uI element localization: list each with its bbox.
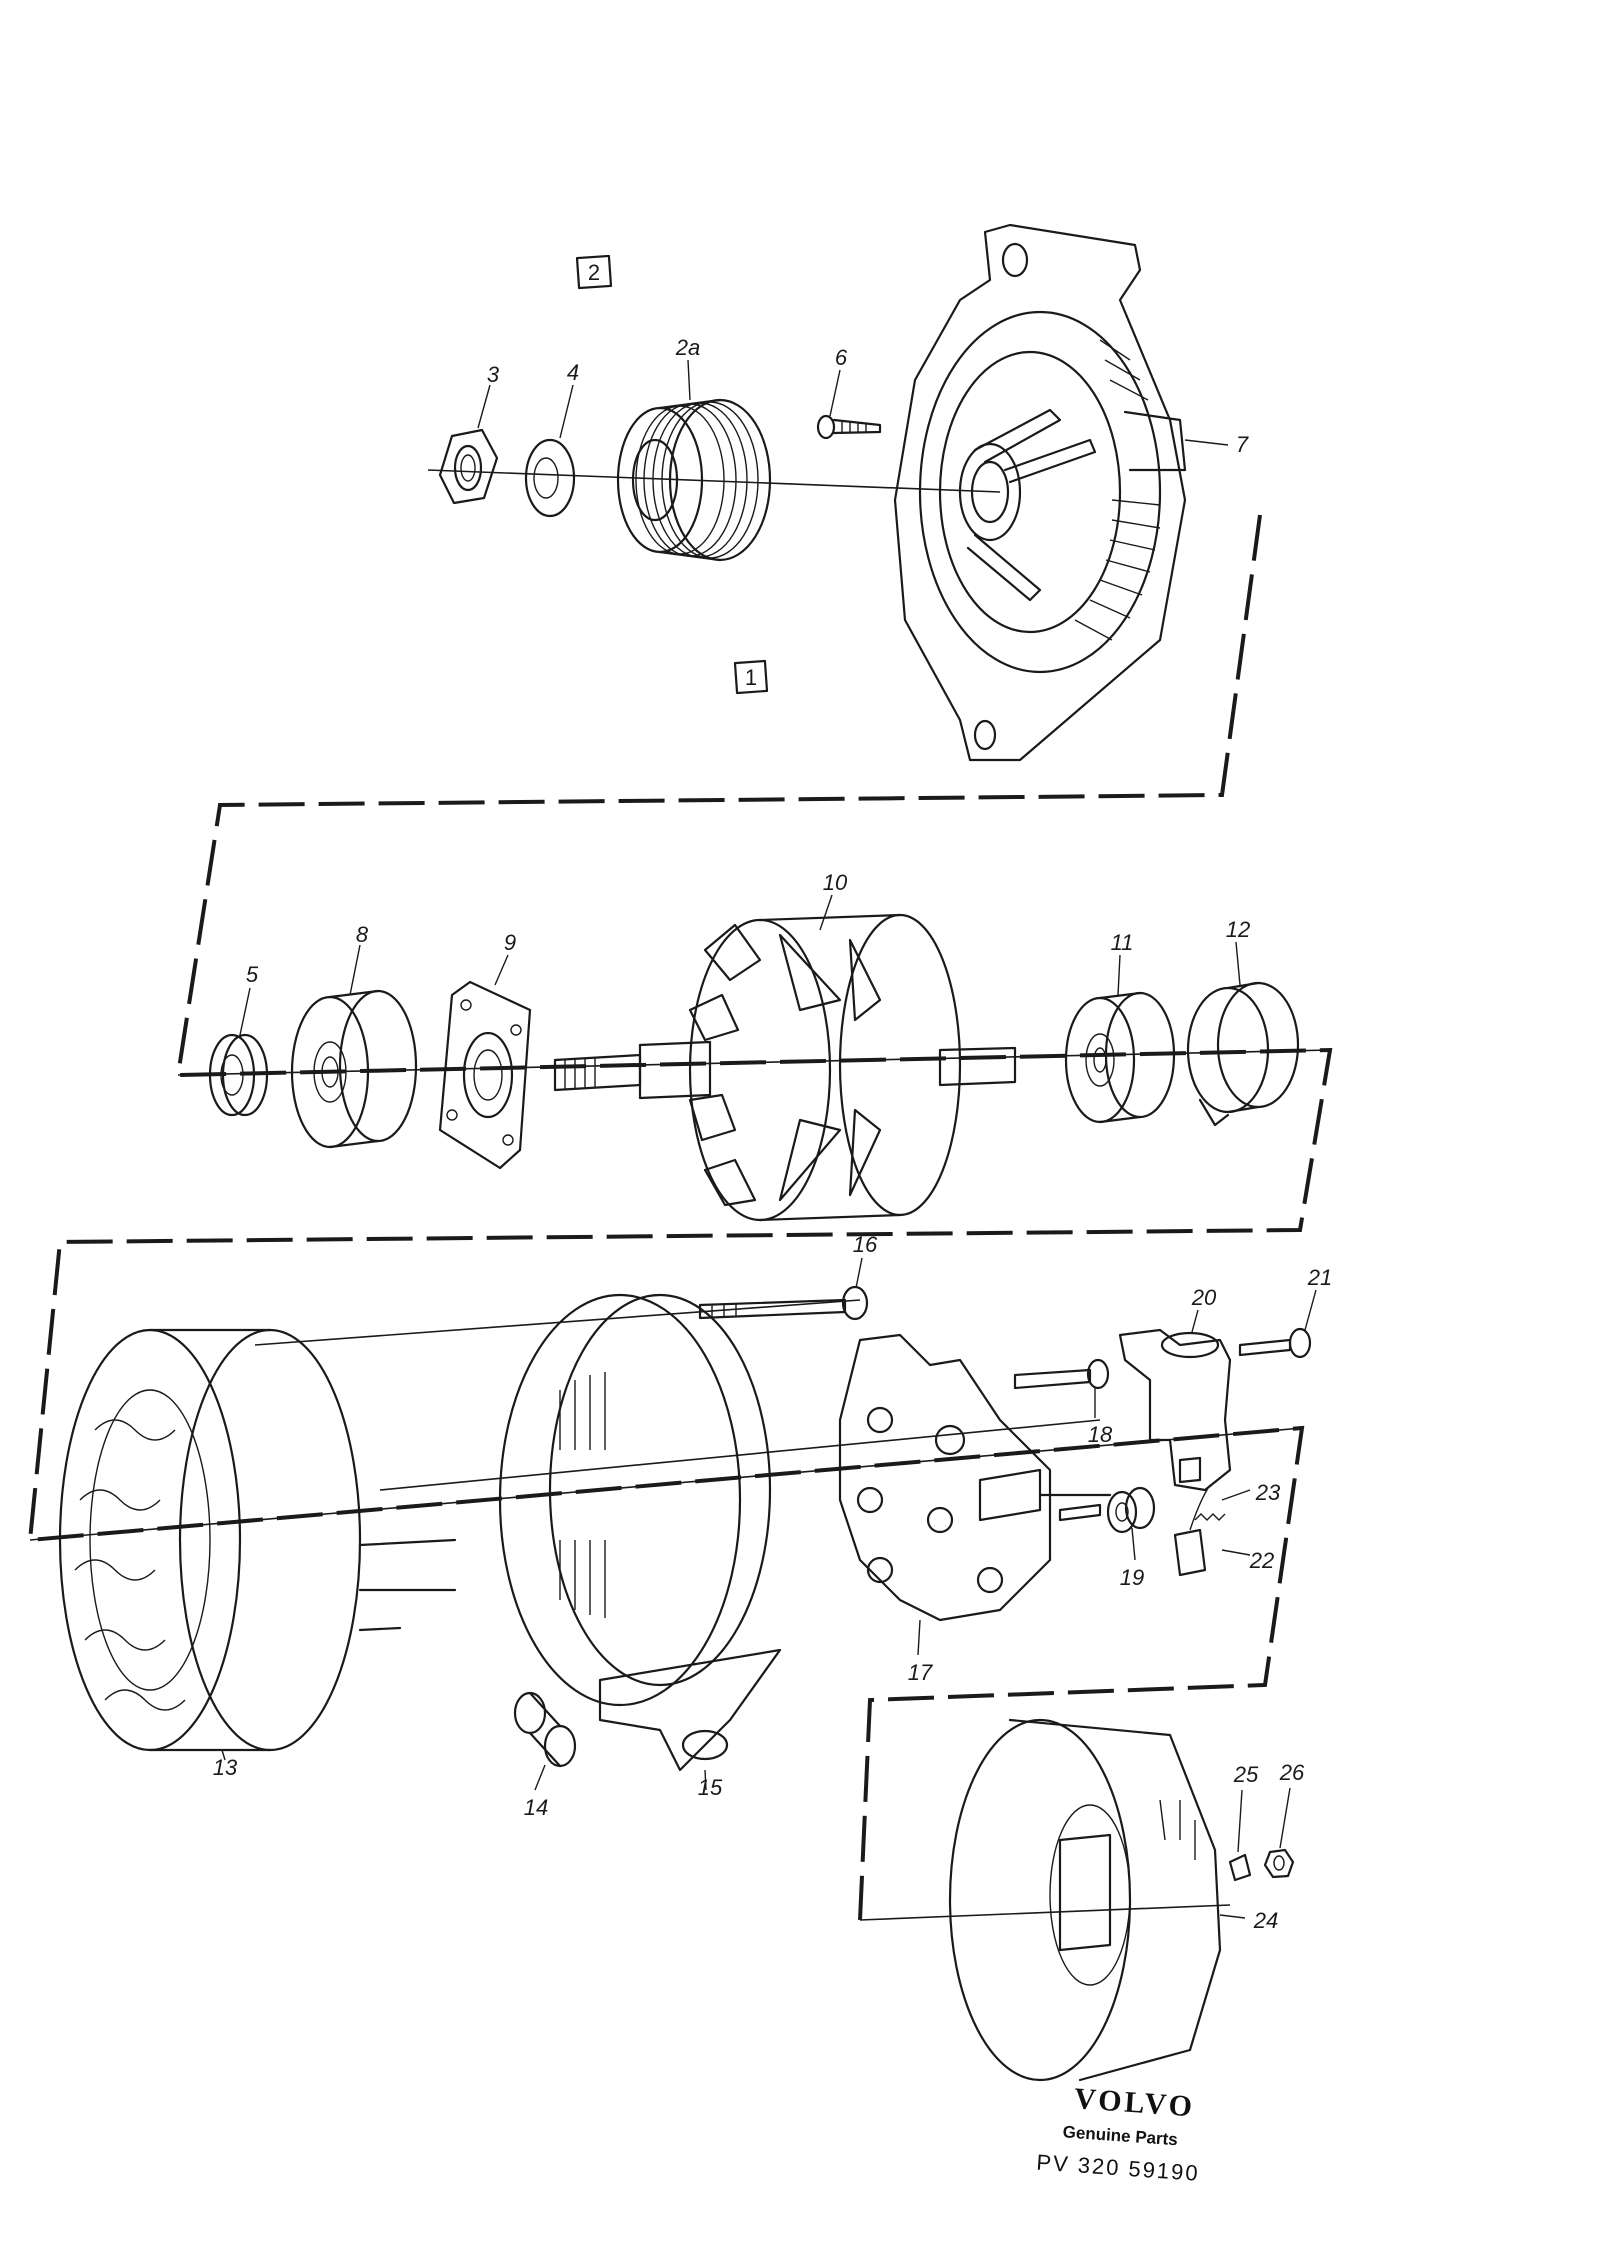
callout-24: 24	[1253, 1908, 1278, 1933]
callout-18: 18	[1088, 1422, 1113, 1447]
callout-4: 4	[567, 360, 579, 385]
part-17-rectifier	[838, 1333, 1112, 1622]
part-13-stator	[58, 1328, 457, 1752]
volvo-logo: VOLVO	[1073, 2082, 1196, 2123]
part-14-bush	[513, 1691, 577, 1768]
assembly-box-2: 2	[575, 254, 613, 290]
callout-6: 6	[835, 345, 848, 370]
part-20-regulator	[1118, 1328, 1232, 1492]
housing-vents	[559, 1372, 606, 1618]
part-24-cover	[948, 1718, 1222, 2082]
callout-11: 11	[1111, 930, 1134, 955]
callout-15: 15	[698, 1775, 723, 1800]
callout-3: 3	[487, 362, 500, 387]
part-23-spring	[1194, 1513, 1226, 1521]
part-9-retainer-plate	[438, 980, 532, 1170]
assembly-box-1: 1	[733, 659, 769, 695]
part-1-drive-end-housing	[893, 223, 1187, 762]
part-16-bolt	[698, 1285, 869, 1321]
part-25-washer	[1228, 1853, 1252, 1882]
callout-9: 9	[504, 930, 516, 955]
leader-lines	[221, 359, 1317, 1919]
part-21-screw	[1238, 1327, 1312, 1359]
brand-tagline: Genuine Parts	[1062, 2122, 1178, 2149]
callout-26: 26	[1279, 1760, 1305, 1785]
part-22-brush	[1173, 1484, 1211, 1577]
part-8-bearing	[290, 989, 418, 1149]
callout-21: 21	[1307, 1265, 1332, 1290]
part-2a-pulley	[616, 398, 772, 562]
explosion-lines	[27, 469, 1333, 1921]
part-6-screw	[816, 414, 882, 440]
callout-13: 13	[213, 1755, 238, 1780]
part-5-ring	[208, 1033, 269, 1117]
assembly-label-2: 2	[588, 260, 600, 285]
brand-block: VOLVO Genuine Parts PV 320 59190	[1036, 2082, 1201, 2186]
callout-12: 12	[1226, 917, 1250, 942]
callout-10: 10	[823, 870, 848, 895]
callout-19: 19	[1120, 1565, 1144, 1590]
part-10-rotor	[553, 913, 1017, 1222]
assembly-label-1: 1	[745, 665, 757, 690]
part-12-cap	[1186, 981, 1300, 1127]
callout-labels: 2a 3 4 5 6 7 8 9 10 11 12 13 14 15 16 17…	[213, 335, 1332, 1933]
callout-2a: 2a	[675, 335, 700, 360]
callout-14: 14	[524, 1795, 548, 1820]
callout-17: 17	[908, 1660, 933, 1685]
callout-22: 22	[1249, 1548, 1274, 1573]
callout-8: 8	[356, 922, 369, 947]
callout-16: 16	[853, 1232, 878, 1257]
part-3-nut	[438, 428, 499, 505]
part-26-nut	[1263, 1848, 1295, 1879]
callout-5: 5	[246, 962, 259, 987]
part-code: PV 320 59190	[1036, 2150, 1201, 2186]
callout-20: 20	[1191, 1285, 1217, 1310]
rotor-claw-poles	[688, 923, 882, 1207]
part-18-screw	[1013, 1358, 1110, 1522]
housing-cooling-fins	[1074, 339, 1161, 641]
part-15-housing	[498, 1293, 782, 1772]
callout-23: 23	[1255, 1480, 1281, 1505]
callout-25: 25	[1233, 1762, 1259, 1787]
stator-windings	[74, 1419, 186, 1711]
part-4-washer	[524, 438, 576, 518]
part-19-nut	[1106, 1486, 1156, 1534]
callout-7: 7	[1236, 432, 1249, 457]
part-11-bearing	[1064, 991, 1176, 1124]
